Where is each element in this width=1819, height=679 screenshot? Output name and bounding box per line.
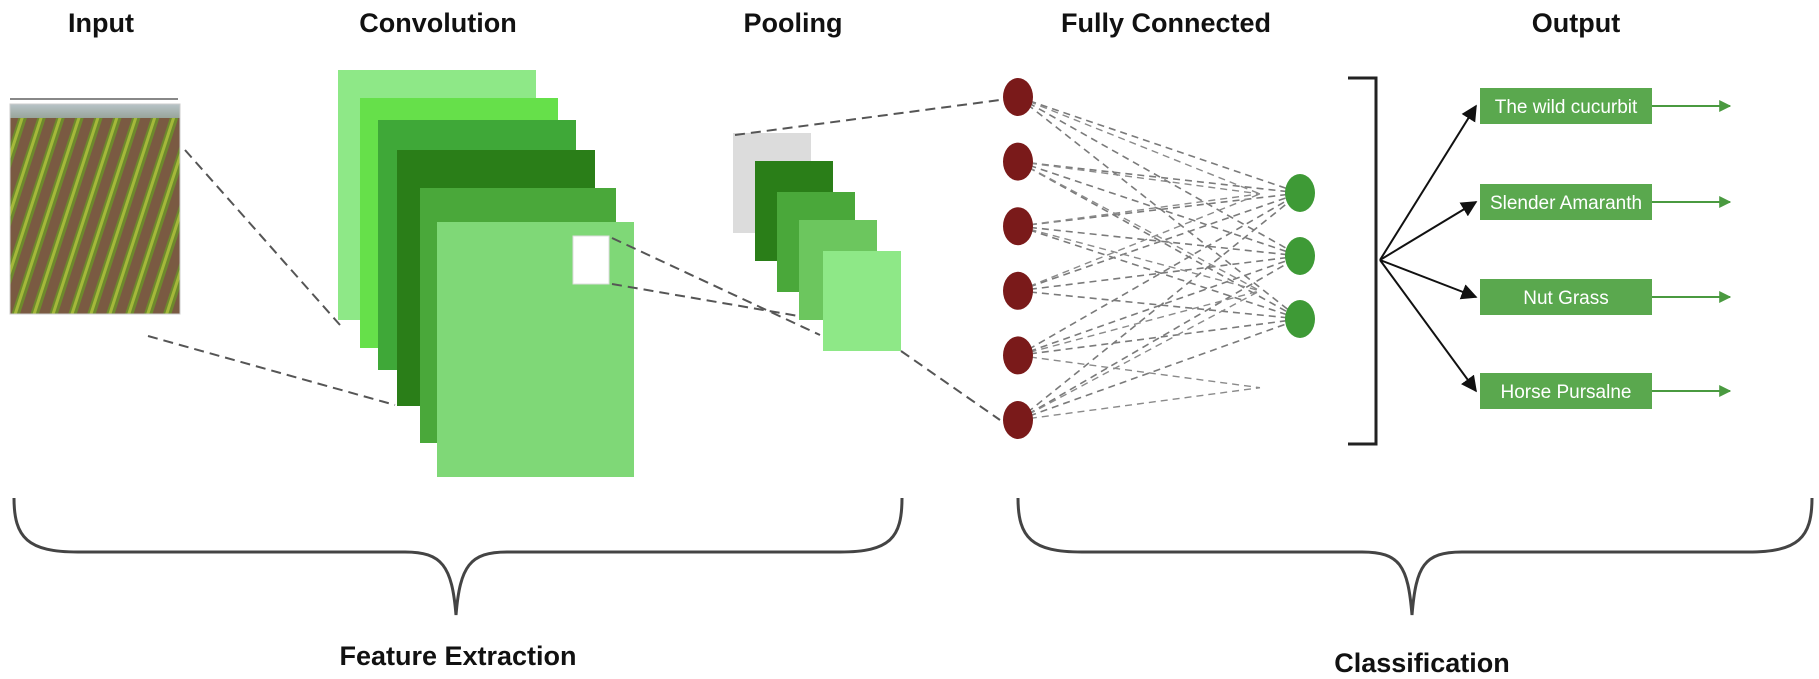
class-box bbox=[1480, 88, 1652, 124]
hidden-neuron bbox=[1285, 237, 1315, 275]
fc-edge bbox=[1017, 96, 1261, 195]
fc-edge bbox=[1017, 160, 1261, 292]
fc-neurons bbox=[1003, 78, 1315, 439]
fc-edge bbox=[1017, 193, 1261, 292]
input-neuron bbox=[1003, 271, 1033, 310]
convolution-stack bbox=[338, 70, 634, 477]
fc-edge bbox=[1017, 160, 1301, 257]
pooling-stack bbox=[733, 133, 901, 351]
fc-edge bbox=[1017, 96, 1301, 194]
connector-conv-pool-bottom bbox=[611, 283, 811, 319]
class-box bbox=[1480, 184, 1652, 220]
connector-pool-fc-top bbox=[734, 99, 1001, 136]
connector-pool-fc-bottom bbox=[900, 350, 1001, 421]
class-arrow bbox=[1379, 259, 1478, 300]
fc-edge bbox=[1017, 387, 1261, 421]
class-arrow bbox=[1379, 104, 1477, 261]
fc-edge bbox=[1017, 318, 1301, 421]
label-classification: Classification bbox=[1334, 648, 1510, 678]
header-fully-connected: Fully Connected bbox=[1061, 8, 1271, 38]
fc-edge bbox=[1017, 290, 1261, 357]
output-bracket bbox=[1348, 76, 1378, 446]
brace-feature-extraction bbox=[12, 497, 904, 616]
hidden-neuron bbox=[1285, 300, 1315, 338]
connector-conv-pool-top bbox=[611, 237, 821, 336]
class-label: Nut Grass bbox=[1523, 288, 1609, 309]
class-label: The wild cucurbit bbox=[1495, 97, 1638, 118]
input-neuron bbox=[1003, 78, 1033, 116]
fc-edge bbox=[1017, 160, 1261, 195]
fc-edge bbox=[1017, 225, 1301, 320]
class-label: Slender Amaranth bbox=[1490, 193, 1642, 214]
input-neuron bbox=[1003, 336, 1033, 375]
class-arrow bbox=[1379, 201, 1478, 261]
fc-edge bbox=[1017, 192, 1301, 421]
header-convolution: Convolution bbox=[359, 8, 516, 38]
class-box bbox=[1480, 373, 1652, 409]
pool-layer bbox=[823, 251, 901, 351]
class-arrow bbox=[1379, 259, 1477, 393]
fc-edge bbox=[1017, 225, 1261, 292]
connector-input-conv-bottom bbox=[147, 335, 396, 406]
header-output: Output bbox=[1532, 8, 1620, 38]
fc-edge bbox=[1017, 193, 1261, 227]
fc-edge bbox=[1017, 318, 1301, 357]
brace-classification bbox=[1016, 497, 1814, 616]
header-pooling: Pooling bbox=[744, 8, 843, 38]
fc-connections bbox=[1017, 96, 1301, 421]
conv-filter-window bbox=[572, 235, 610, 285]
label-feature-extraction: Feature Extraction bbox=[339, 641, 576, 671]
hidden-neuron bbox=[1285, 174, 1315, 212]
input-neuron bbox=[1003, 207, 1033, 246]
fc-edge bbox=[1017, 192, 1301, 292]
connector-input-conv-top bbox=[184, 149, 341, 326]
input-neuron bbox=[1003, 401, 1033, 439]
input-neuron bbox=[1003, 142, 1033, 181]
fc-edge bbox=[1017, 96, 1301, 257]
header-input: Input bbox=[68, 8, 134, 38]
fc-edge bbox=[1017, 192, 1301, 357]
class-box bbox=[1480, 279, 1652, 315]
fc-edge bbox=[1017, 255, 1301, 421]
fc-edge bbox=[1017, 290, 1261, 421]
class-label: Horse Pursalne bbox=[1501, 382, 1632, 403]
fc-edge bbox=[1017, 354, 1261, 389]
crop-field-image bbox=[9, 98, 181, 315]
